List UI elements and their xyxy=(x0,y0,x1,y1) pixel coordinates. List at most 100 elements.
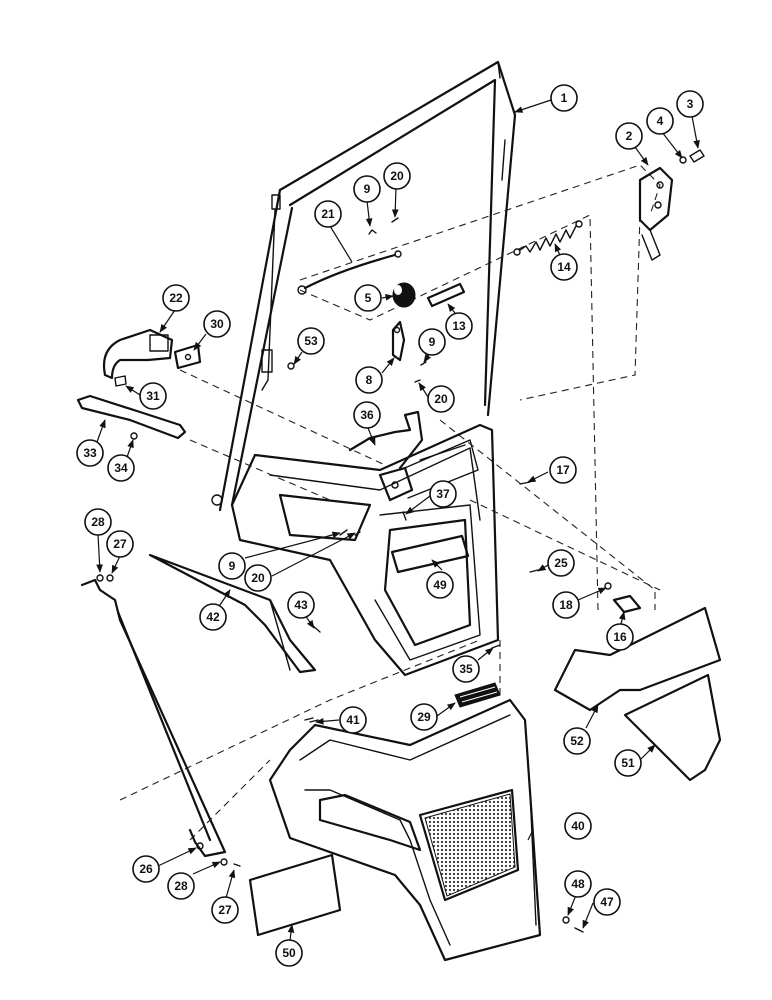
cable xyxy=(297,250,402,295)
callout-29: 29 xyxy=(410,703,438,731)
callout-41: 41 xyxy=(339,706,367,734)
callout-21: 21 xyxy=(314,200,342,228)
handle-plate xyxy=(173,343,202,370)
svg-text:27: 27 xyxy=(113,537,127,551)
latch-body xyxy=(378,466,414,502)
callout-33: 33 xyxy=(76,439,104,467)
lower-fender-panel xyxy=(268,698,542,962)
svg-text:48: 48 xyxy=(571,877,585,891)
latch-link xyxy=(391,320,406,362)
svg-text:40: 40 xyxy=(571,819,585,833)
svg-text:30: 30 xyxy=(210,317,224,331)
callout-25: 25 xyxy=(547,549,575,577)
callout-3: 3 xyxy=(676,90,704,118)
callout-37: 37 xyxy=(429,480,457,508)
callout-48: 48 xyxy=(564,870,592,898)
screw-47-washer-48 xyxy=(562,916,584,933)
door-frame xyxy=(211,60,517,512)
svg-text:53: 53 xyxy=(304,334,318,348)
svg-text:16: 16 xyxy=(613,630,627,644)
handle-pad xyxy=(114,375,127,387)
callout-26: 26 xyxy=(132,855,160,883)
svg-text:4: 4 xyxy=(657,114,664,128)
svg-text:9: 9 xyxy=(229,559,236,573)
spring xyxy=(513,220,583,256)
svg-text:49: 49 xyxy=(433,578,447,592)
callout-8: 8 xyxy=(355,366,383,394)
callout-20-top: 20 xyxy=(383,162,411,190)
callout-28-bottom: 28 xyxy=(167,872,195,900)
callout-14: 14 xyxy=(550,253,578,281)
svg-text:27: 27 xyxy=(218,903,232,917)
callout-27-bottom: 27 xyxy=(211,896,239,924)
callout-4: 4 xyxy=(646,107,674,135)
svg-text:34: 34 xyxy=(114,461,128,475)
svg-text:33: 33 xyxy=(83,446,97,460)
svg-text:37: 37 xyxy=(436,487,450,501)
callout-1: 1 xyxy=(550,84,578,112)
callout-16: 16 xyxy=(606,623,634,651)
svg-text:14: 14 xyxy=(557,260,571,274)
callout-51: 51 xyxy=(614,749,642,777)
svg-text:35: 35 xyxy=(459,662,473,676)
callout-13: 13 xyxy=(445,312,473,340)
callout-9-top: 9 xyxy=(353,175,381,203)
svg-text:8: 8 xyxy=(366,373,373,387)
callout-36: 36 xyxy=(353,401,381,429)
grab-bar xyxy=(76,394,187,440)
svg-text:52: 52 xyxy=(570,734,584,748)
svg-text:3: 3 xyxy=(687,97,694,111)
stay-rod xyxy=(80,574,241,867)
svg-text:20: 20 xyxy=(251,571,265,585)
svg-text:22: 22 xyxy=(169,291,183,305)
callout-9-mid: 9 xyxy=(418,328,446,356)
callout-28-top: 28 xyxy=(84,508,112,536)
svg-text:25: 25 xyxy=(554,556,568,570)
callout-20-low: 20 xyxy=(244,564,272,592)
svg-text:17: 17 xyxy=(556,463,570,477)
svg-text:20: 20 xyxy=(390,169,404,183)
outer-handle xyxy=(102,328,174,380)
leader-lines xyxy=(96,99,700,941)
hinge-assembly xyxy=(638,149,705,261)
svg-text:1: 1 xyxy=(561,91,568,105)
callout-27-top: 27 xyxy=(106,530,134,558)
knob xyxy=(392,282,416,308)
callout-18: 18 xyxy=(552,591,580,619)
grille-strip xyxy=(454,682,501,708)
svg-text:51: 51 xyxy=(621,756,635,770)
seal-strip xyxy=(148,553,317,674)
plate-50 xyxy=(248,853,342,937)
svg-text:50: 50 xyxy=(282,946,296,960)
callout-50: 50 xyxy=(275,939,303,967)
callout-52: 52 xyxy=(563,727,591,755)
svg-text:31: 31 xyxy=(146,389,160,403)
svg-text:28: 28 xyxy=(174,879,188,893)
svg-text:42: 42 xyxy=(206,610,220,624)
svg-text:36: 36 xyxy=(360,408,374,422)
callout-47: 47 xyxy=(593,888,621,916)
callout-42: 42 xyxy=(199,603,227,631)
svg-text:9: 9 xyxy=(364,182,371,196)
callout-9-low: 9 xyxy=(218,552,246,580)
callout-34: 34 xyxy=(107,454,135,482)
callout-2: 2 xyxy=(615,122,643,150)
callout-30: 30 xyxy=(203,310,231,338)
screw-41 xyxy=(304,717,314,721)
svg-text:29: 29 xyxy=(417,710,431,724)
svg-text:9: 9 xyxy=(429,335,436,349)
fender-flap-52 xyxy=(553,606,722,712)
callout-5: 5 xyxy=(354,284,382,312)
callout-40: 40 xyxy=(564,812,592,840)
svg-text:26: 26 xyxy=(139,862,153,876)
label-plate-49 xyxy=(390,534,470,574)
svg-text:41: 41 xyxy=(346,713,360,727)
svg-text:18: 18 xyxy=(559,598,573,612)
bracket-16 xyxy=(612,594,642,614)
callout-31: 31 xyxy=(139,382,167,410)
pad-51 xyxy=(623,673,722,782)
callout-53: 53 xyxy=(297,327,325,355)
sleeve xyxy=(426,282,466,308)
door-lower-panel xyxy=(230,423,500,677)
